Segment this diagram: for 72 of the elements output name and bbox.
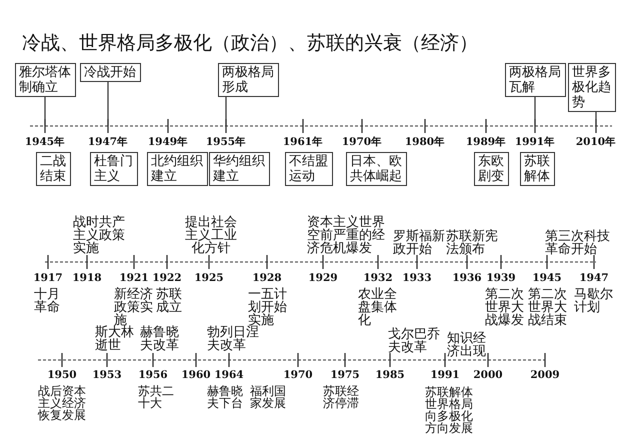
event-label: 罗斯福新政开始: [393, 230, 446, 256]
event-label: 戈尔巴乔夫改革: [388, 328, 441, 354]
year-label: 1989年: [464, 136, 508, 149]
year-label: 1955年: [204, 136, 248, 149]
connector-line: [107, 82, 109, 126]
year-label: 1945年: [24, 136, 66, 149]
year-label: 2009: [529, 369, 561, 382]
event-label: 十月革命: [34, 288, 61, 314]
event-label: 斯大林逝世: [95, 326, 135, 352]
year-label: 1975: [329, 369, 361, 382]
title: 冷战、世界格局多极化（政治）、苏联的兴衰（经济）: [22, 31, 478, 56]
event-label: 马歇尔计划: [574, 288, 614, 314]
event-label: 第三次科技革命开始: [545, 230, 611, 256]
event-label: 苏联新宪法颁布: [446, 230, 499, 256]
event-label: 福利国家发展: [250, 385, 287, 409]
event-box: 二战结束: [36, 152, 71, 186]
year-label: 1961年: [282, 136, 324, 149]
event-label: 知识经济出现: [447, 332, 487, 358]
year-label: 1980年: [404, 136, 446, 149]
event-box: 杜鲁门主义: [90, 152, 138, 186]
event-label: 第二次世界大战爆发: [485, 288, 525, 327]
year-label: 1991: [429, 369, 461, 382]
year-label: 1970年: [340, 136, 384, 149]
event-label: 苏联解体: [425, 386, 474, 398]
connector-line: [534, 97, 536, 126]
event-box: 苏联解体: [520, 152, 555, 186]
event-label: 苏共二十大: [138, 385, 175, 409]
year-label: 1917: [32, 272, 64, 285]
event-box: 华约组织建立: [209, 152, 270, 186]
event-label: 苏联成立: [156, 288, 183, 314]
year-label: 1947年: [86, 136, 130, 149]
year-label: 1991年: [514, 136, 556, 149]
event-label: 提出社会主义工业化方针: [184, 216, 238, 255]
event-box: 两极格局瓦解: [505, 63, 566, 97]
event-label: 战时共产主义政策实施: [73, 216, 126, 255]
year-label: 1918: [71, 272, 103, 285]
year-label: 2000: [472, 369, 504, 382]
event-label: 农业全盘集体化: [358, 288, 397, 327]
connector-line: [225, 97, 227, 126]
year-label: 1933: [401, 272, 433, 285]
event-label: 第二次世界大战结束: [528, 288, 568, 327]
event-label: 战后资本主义经济恢复发展: [38, 385, 87, 421]
event-box: 两极格局形成: [218, 63, 279, 97]
event-box: 东欧剧变: [474, 152, 509, 186]
year-label: 1932: [362, 272, 394, 285]
year-label: 1956: [137, 369, 169, 382]
event-box: 雅尔塔体制确立: [15, 63, 76, 97]
event-box: 日本、欧共体崛起: [346, 152, 407, 186]
year-label: 1925: [193, 272, 225, 285]
year-label: 2010年: [574, 136, 618, 149]
event-box: 不结盟运动: [285, 152, 333, 186]
event-label: 勃列日涅夫改革: [207, 326, 259, 352]
year-label: 1949年: [146, 136, 190, 149]
event-box: 冷战开始: [80, 63, 141, 82]
event-label: 赫鲁晓夫改革: [140, 326, 180, 352]
year-label: 1970: [282, 369, 314, 382]
event-box: 北约组织建立: [147, 152, 208, 186]
year-label: 1929: [307, 272, 339, 285]
event-label: 世界格局向多极化方向发展: [425, 398, 474, 434]
year-label: 1953: [91, 369, 123, 382]
event-label: 一五计划开始实施: [248, 288, 288, 327]
event-box: 世界多极化趋势: [568, 63, 616, 112]
year-label: 1947: [578, 272, 610, 285]
event-label: 苏联经济停滞: [323, 385, 360, 409]
event-label: 资本主义世界空前严重的经济危机爆发: [307, 216, 386, 255]
connector-line: [595, 112, 597, 126]
event-label: 赫鲁晓夫下台: [207, 385, 244, 409]
connector-line: [44, 97, 46, 126]
year-label: 1985: [374, 369, 406, 382]
year-label: 1945: [531, 272, 563, 285]
year-label: 1928: [251, 272, 283, 285]
year-label: 1950: [46, 369, 78, 382]
